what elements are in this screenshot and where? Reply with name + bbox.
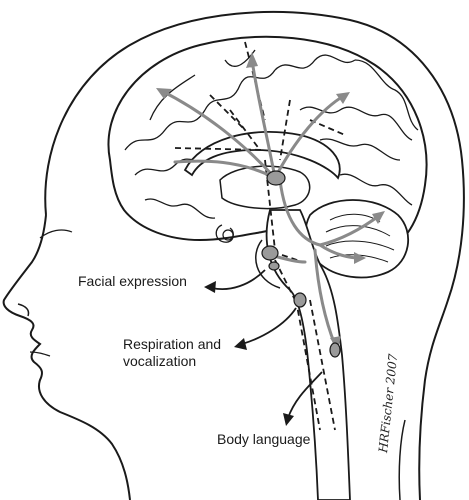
brow-line <box>39 229 73 239</box>
thalamus <box>219 165 311 210</box>
dashed-projections <box>174 41 346 431</box>
nostril <box>17 303 30 317</box>
face-profile <box>2 214 131 500</box>
cortex-folds <box>124 49 419 231</box>
corpus-callosum <box>183 131 341 180</box>
label-respiration-line1: Respiration and <box>123 336 222 352</box>
head-outline <box>44 11 465 500</box>
neck-back <box>398 419 406 500</box>
label-facial-expression: Facial expression <box>78 273 187 289</box>
nucleus-thalamic <box>266 170 286 186</box>
optic-structure <box>222 229 234 241</box>
output-arrowheads <box>204 281 294 426</box>
label-respiration-line2: vocalization <box>123 353 197 369</box>
lip-line <box>29 351 51 357</box>
nucleus-body <box>329 342 341 358</box>
pons <box>255 239 281 289</box>
output-arrows <box>211 269 323 419</box>
label-body-language: Body language <box>217 431 311 447</box>
nucleus-respiration <box>293 292 307 308</box>
nucleus-facial-lower <box>268 261 280 271</box>
nuclei <box>261 170 341 358</box>
gray-pathways <box>158 58 382 347</box>
nucleus-facial <box>261 245 279 261</box>
